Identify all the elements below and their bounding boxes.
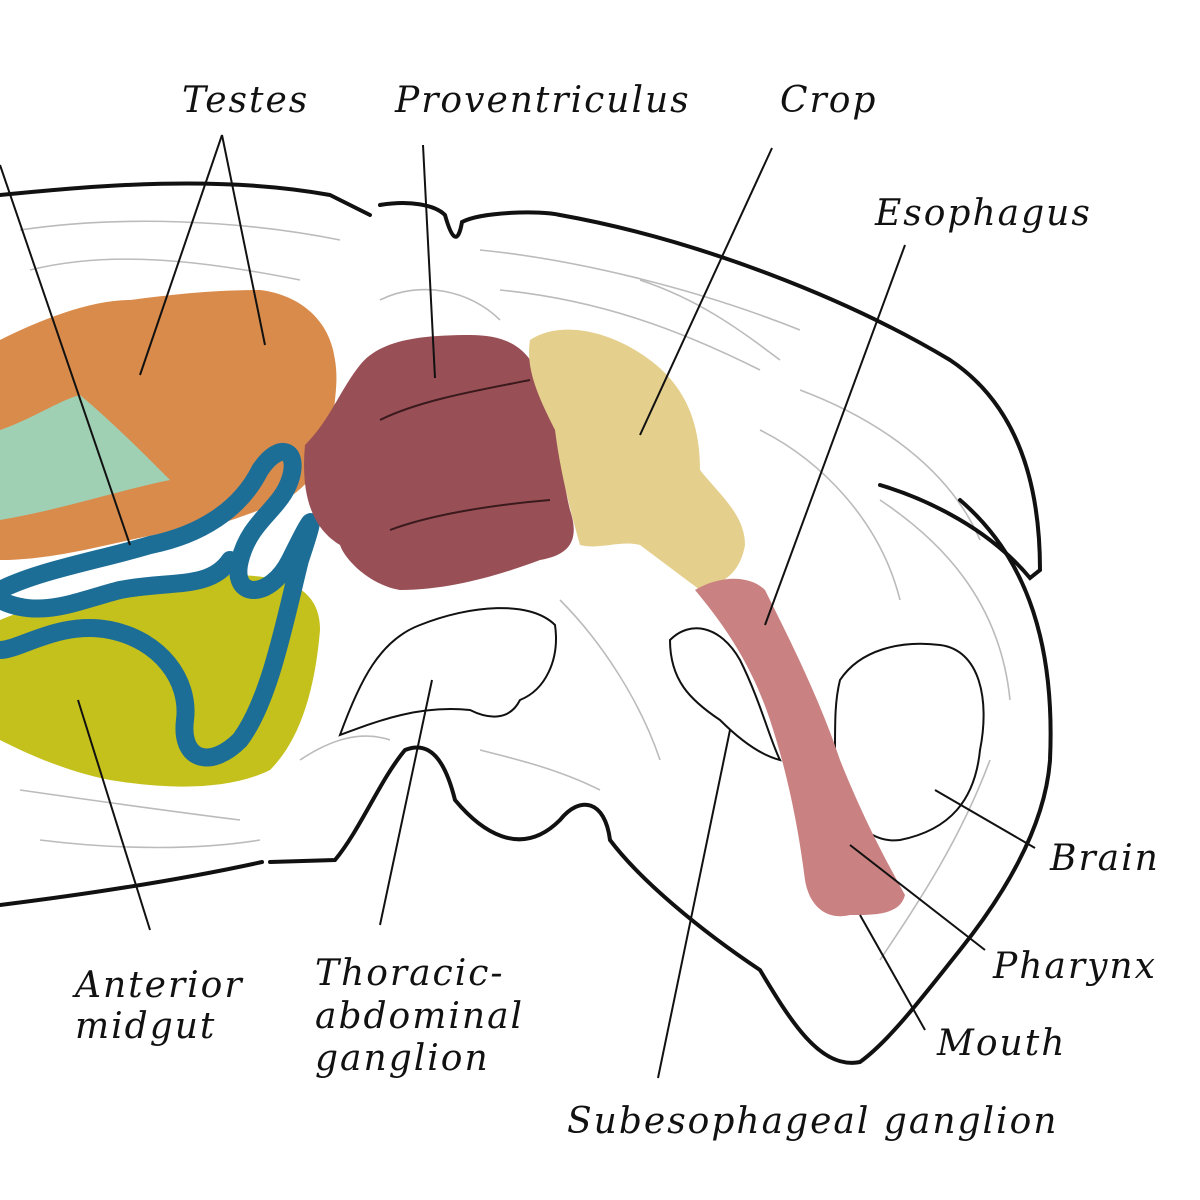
leader-mouth — [859, 914, 926, 1031]
label-crop: Crop — [780, 80, 877, 121]
leader-lines — [0, 134, 1036, 1079]
leader-subesophageal — [657, 729, 731, 1079]
leader-brain — [934, 789, 1036, 849]
proventriculus-crease — [379, 379, 531, 421]
label-midgut-line1: Anterior — [72, 965, 244, 1006]
label-midgut-line2: midgut — [75, 1006, 216, 1047]
label-thoracic-line1: Thoracic- — [315, 953, 505, 994]
proventriculus-crease — [389, 499, 551, 531]
leader-offscreen — [0, 164, 131, 546]
leader-testes-left — [139, 134, 223, 376]
label-esophagus: Esophagus — [874, 193, 1092, 234]
proventriculus-organ — [304, 335, 574, 590]
tubule-green-organ — [0, 395, 170, 520]
label-proventriculus: Proventriculus — [394, 80, 691, 121]
leader-thoracic — [379, 679, 433, 926]
leader-crop — [639, 147, 773, 436]
label-thoracic-line2: abdominal — [315, 996, 524, 1037]
crop-organ — [529, 329, 745, 590]
label-mouth: Mouth — [936, 1023, 1066, 1064]
body-outline-bottom — [268, 498, 1053, 1065]
label-thoracic-line3: ganglion — [315, 1038, 490, 1079]
body-outline-top — [0, 181, 372, 217]
leader-testes-right — [221, 134, 266, 346]
leader-pharynx — [849, 844, 986, 951]
label-brain: Brain — [1049, 838, 1160, 879]
thoracic-abdominal-ganglion-shape — [338, 607, 557, 737]
leader-proventriculus — [422, 144, 436, 379]
body-outline-abdomen — [0, 860, 264, 907]
body-outline-head — [378, 201, 1043, 581]
label-testes: Testes — [182, 80, 309, 121]
tissue-texture — [19, 220, 1011, 961]
subesophageal-ganglion-shape — [668, 627, 782, 762]
label-subesophageal-ganglion: Subesophageal ganglion — [567, 1101, 1058, 1142]
leader-midgut — [77, 699, 151, 931]
label-pharynx: Pharynx — [992, 946, 1157, 987]
esophagus-pharynx-organ — [695, 578, 905, 917]
malpighian-tubules — [0, 443, 320, 767]
leader-esophagus — [764, 244, 906, 626]
